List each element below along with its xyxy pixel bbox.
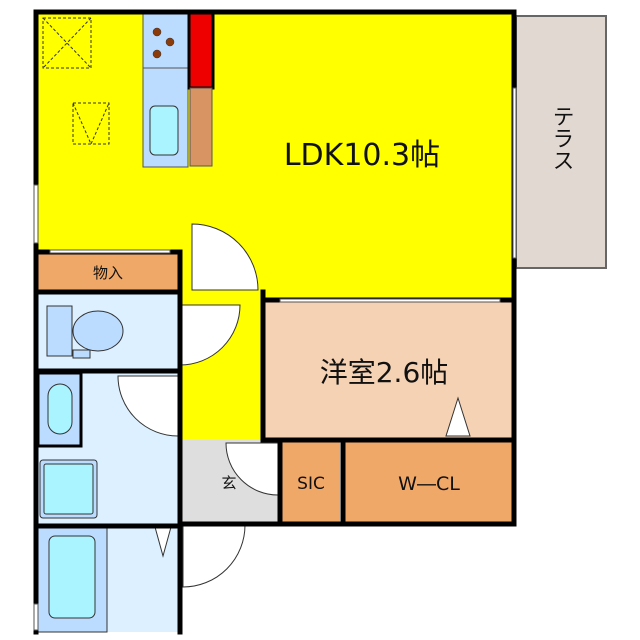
door-washroom: [117, 375, 179, 437]
storage-room: [38, 254, 178, 290]
storage-label: 物入: [93, 264, 123, 282]
downlight-icon: [72, 102, 110, 146]
western-room-label: 洋室2.6帖: [320, 356, 449, 389]
stove-burners-icon: [152, 27, 175, 59]
door-toilet: [179, 304, 241, 366]
terrace: [515, 15, 607, 269]
door-ldk: [191, 223, 259, 291]
toilet-bowl-icon: [72, 310, 124, 352]
windows: [33, 87, 517, 631]
ceiling-vent-icon: [42, 17, 92, 69]
door-front: [182, 524, 246, 588]
wcl-label: W―CL: [398, 473, 460, 495]
door-entrance-inner: [225, 442, 279, 496]
terrace-label: テラス: [549, 105, 574, 171]
ldk-label: LDK10.3帖: [284, 138, 440, 173]
door-marker-icon: [445, 396, 471, 437]
entrance-label: 玄: [221, 474, 236, 492]
sic-closet: [282, 442, 340, 522]
western-room: [265, 302, 513, 438]
sic-label: SIC: [297, 474, 325, 494]
wcl-closet: [345, 442, 513, 522]
sink-icon: [149, 105, 179, 156]
fridge: [187, 10, 215, 90]
door-swings: [117, 223, 279, 588]
bathtub-icon: [48, 535, 96, 619]
side-counter: [189, 87, 213, 167]
toilet-tank: [46, 305, 73, 357]
